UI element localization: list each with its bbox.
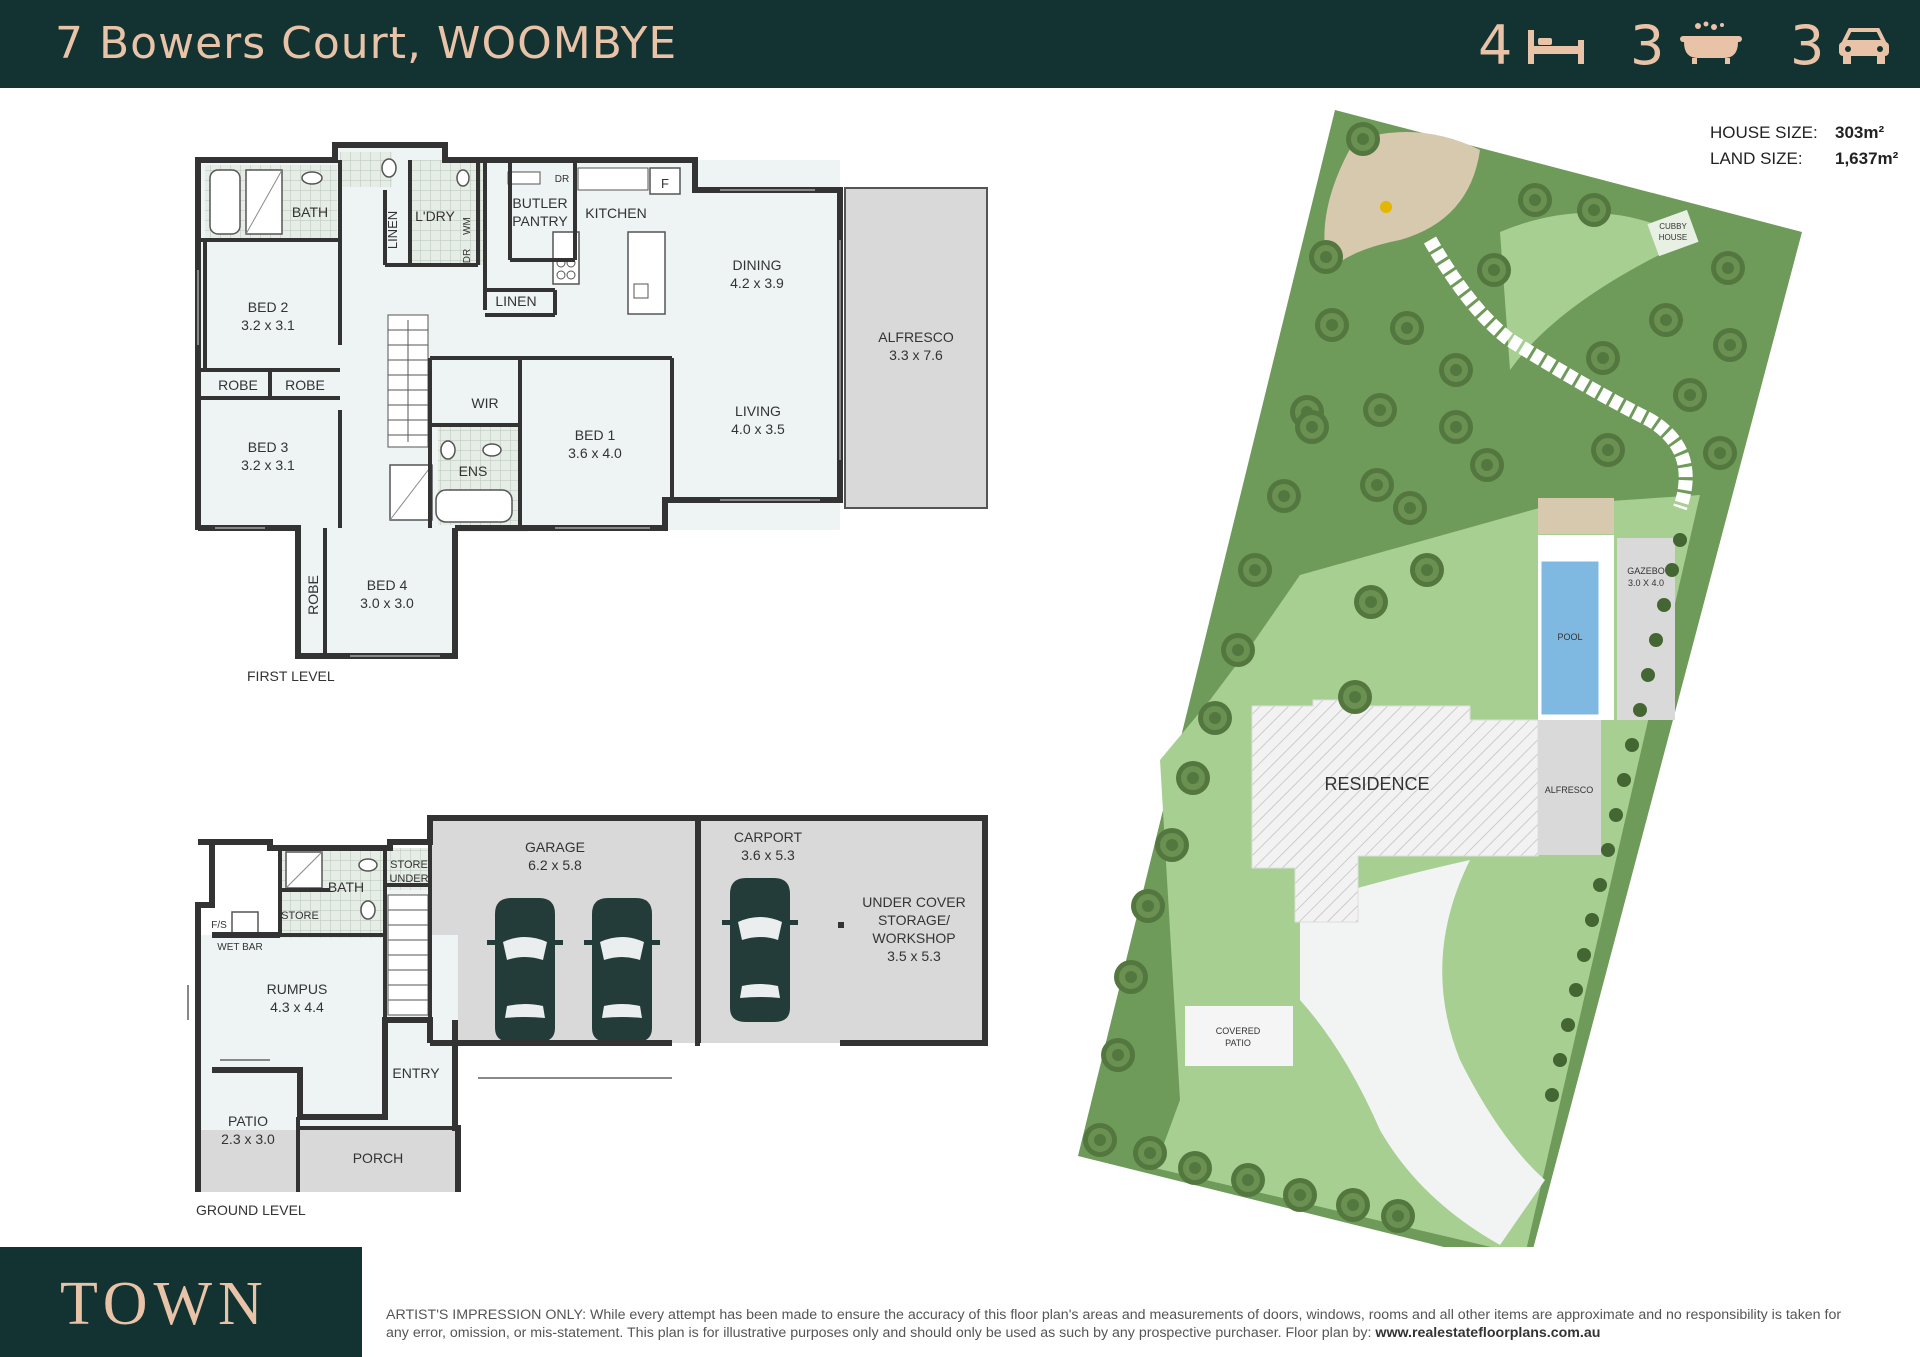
- room-size-bed-4: 3.0 x 3.0: [360, 595, 414, 611]
- room-label-alfresco: ALFRESCO: [878, 329, 954, 345]
- site-label-covered-1: COVERED: [1216, 1026, 1261, 1036]
- car-graphic-2: [584, 898, 660, 1042]
- agency-logo-box: TOWN: [0, 1247, 362, 1357]
- room-size-dining: 4.2 x 3.9: [730, 275, 784, 291]
- room-label-laundry: L'DRY: [415, 208, 455, 224]
- room-size-rumpus: 4.3 x 4.4: [270, 999, 324, 1015]
- label-dryer-1: DR: [462, 249, 473, 263]
- label-wet-bar: WET BAR: [217, 942, 262, 953]
- bed-icon: [1528, 30, 1584, 64]
- room-label-storage-1: UNDER COVER: [862, 894, 965, 910]
- house-size-label: HOUSE SIZE:: [1710, 123, 1818, 142]
- land-size-label: LAND SIZE:: [1710, 149, 1803, 168]
- bathtub-icon: [1680, 21, 1742, 64]
- site-label-gazebo: GAZEBO: [1627, 566, 1665, 576]
- room-size-bed-3: 3.2 x 3.1: [241, 457, 295, 473]
- room-size-alfresco: 3.3 x 7.6: [889, 347, 943, 363]
- label-store-under-2: UNDER: [389, 873, 428, 885]
- room-label-garage: GARAGE: [525, 839, 585, 855]
- pool: [1538, 558, 1602, 718]
- room-label-linen-1: LINEN: [385, 211, 400, 249]
- site-label-pool: POOL: [1557, 632, 1582, 642]
- room-label-carport: CARPORT: [734, 829, 803, 845]
- room-label-porch: PORCH: [353, 1150, 404, 1166]
- room-label-butler: BUTLER: [512, 195, 567, 211]
- room-label-dining: DINING: [733, 257, 782, 273]
- site-label-cubby-2: HOUSE: [1659, 233, 1687, 242]
- room-size-storage: 3.5 x 5.3: [887, 948, 941, 964]
- site-label-residence: RESIDENCE: [1324, 774, 1429, 794]
- floorplan-credit-link[interactable]: www.realestatefloorplans.com.au: [1375, 1325, 1601, 1341]
- disclaimer: ARTIST'S IMPRESSION ONLY: While every at…: [386, 1306, 1856, 1342]
- floor-plans: BATH LINEN L'DRY DR WM BUTLER PANTRY DR …: [187, 110, 1802, 1247]
- label-fridge-space: F/S: [211, 920, 227, 931]
- bed-count: 4: [1478, 14, 1513, 77]
- room-size-patio: 2.3 x 3.0: [221, 1131, 275, 1147]
- room-label-patio: PATIO: [228, 1113, 268, 1129]
- room-size-living: 4.0 x 3.5: [731, 421, 785, 437]
- label-store: STORE: [281, 910, 319, 922]
- header-bar: 7 Bowers Court, WOOMBYE 4 3 3: [0, 0, 1920, 88]
- car-icon: [1839, 28, 1889, 64]
- site-size-gazebo: 3.0 X 4.0: [1628, 578, 1664, 588]
- room-label-bath: BATH: [292, 204, 328, 220]
- room-label-rumpus: RUMPUS: [267, 981, 328, 997]
- room-label-ensuite: ENS: [459, 463, 488, 479]
- room-label-living: LIVING: [735, 403, 781, 419]
- house-size-value: 303m²: [1835, 123, 1885, 142]
- label-washing-machine: WM: [462, 217, 473, 235]
- size-summary: HOUSE SIZE: 303m² LAND SIZE: 1,637m²: [1710, 120, 1898, 172]
- room-label-kitchen: KITCHEN: [585, 205, 646, 221]
- property-address: 7 Bowers Court, WOOMBYE: [55, 18, 678, 69]
- label-store-under-1: STORE: [390, 859, 428, 871]
- site-label-covered-2: PATIO: [1225, 1038, 1251, 1048]
- room-size-carport: 3.6 x 5.3: [741, 847, 795, 863]
- ground-level-label: GROUND LEVEL: [196, 1202, 306, 1218]
- room-size-bed-2: 3.2 x 3.1: [241, 317, 295, 333]
- room-label-wir: WIR: [471, 395, 498, 411]
- room-size-bed-1: 3.6 x 4.0: [568, 445, 622, 461]
- room-label-bed-1: BED 1: [575, 427, 616, 443]
- car-graphic-3: [722, 878, 798, 1022]
- label-robe-3: ROBE: [305, 575, 321, 615]
- alfresco-area: [844, 187, 988, 509]
- label-dryer-2: DR: [555, 174, 569, 185]
- site-label-alfresco: ALFRESCO: [1545, 785, 1594, 795]
- fire-pit-icon: [1380, 201, 1392, 213]
- room-label-storage-3: WORKSHOP: [872, 930, 955, 946]
- bath-count: 3: [1630, 14, 1665, 77]
- room-label-storage-2: STORAGE/: [878, 912, 950, 928]
- room-label-pantry: PANTRY: [512, 213, 568, 229]
- agency-logo: TOWN: [60, 1270, 269, 1338]
- label-robe-1: ROBE: [218, 377, 258, 393]
- car-graphic-1: [487, 898, 563, 1042]
- label-fridge: F: [661, 176, 669, 191]
- room-label-entry: ENTRY: [392, 1065, 440, 1081]
- ground-level-plan: [187, 815, 988, 1192]
- disclaimer-text: ARTIST'S IMPRESSION ONLY: While every at…: [386, 1307, 1842, 1341]
- room-label-bed-2: BED 2: [248, 299, 289, 315]
- first-level-label: FIRST LEVEL: [247, 668, 335, 684]
- room-label-bath-ground: BATH: [328, 879, 364, 895]
- site-label-cubby-1: CUBBY: [1659, 222, 1687, 231]
- room-label-bed-3: BED 3: [248, 439, 289, 455]
- room-label-bed-4: BED 4: [367, 577, 408, 593]
- car-count: 3: [1790, 14, 1825, 77]
- room-label-linen-2: LINEN: [495, 293, 536, 309]
- site-plan: [1078, 110, 1802, 1247]
- land-size-value: 1,637m²: [1835, 149, 1899, 168]
- room-size-garage: 6.2 x 5.8: [528, 857, 582, 873]
- first-level-plan: [195, 142, 988, 659]
- label-robe-2: ROBE: [285, 377, 325, 393]
